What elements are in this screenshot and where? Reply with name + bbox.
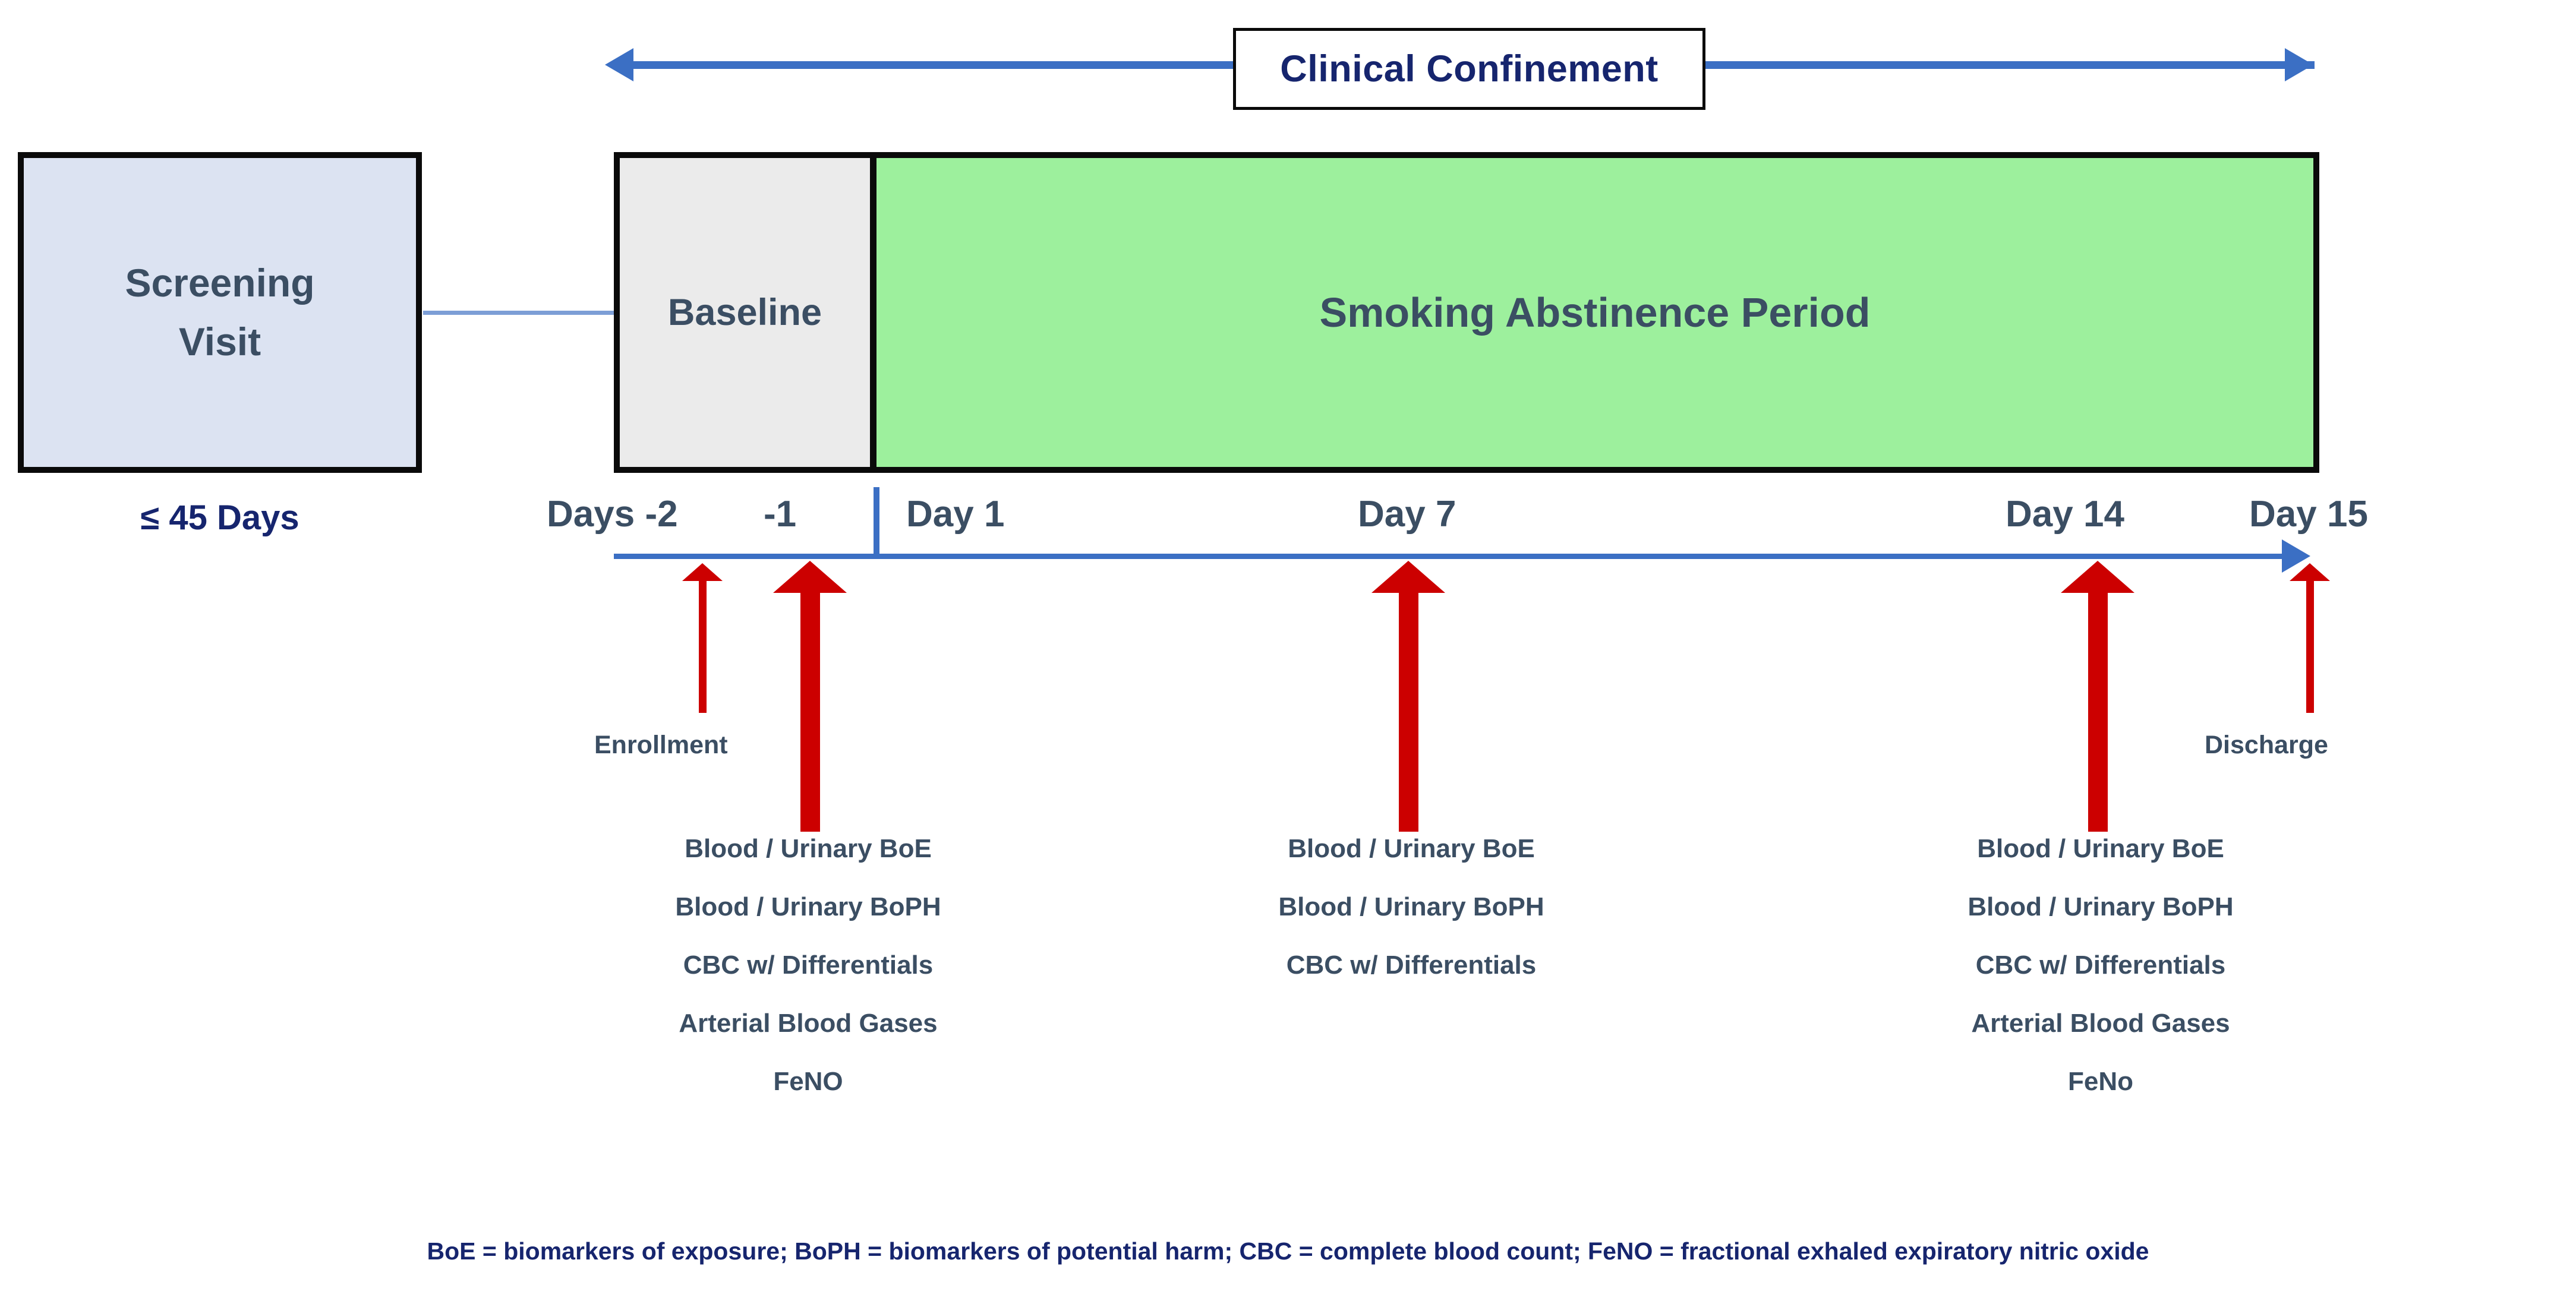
assessment-item: FeNO [773,1067,843,1096]
timeline-axis-line [614,554,2291,559]
enrollment-caption: Enrollment [594,731,728,759]
day-14-arrow-head-icon [2061,561,2134,593]
day-label-day-14: Day 14 [2006,494,2124,535]
enrollment-arrow-shaft [698,581,707,713]
baseline-label: Baseline [667,292,822,333]
assessment-item: Blood / Urinary BoPH [1968,892,2234,921]
assessment-item: FeNo [2068,1067,2133,1096]
discharge-arrow-shaft [2306,581,2314,713]
day-7-arrow-shaft [1398,593,1418,832]
assessment-item: CBC w/ Differentials [1286,951,1537,980]
day-14-assessments: Blood / Urinary BoE Blood / Urinary BoPH C… [1815,820,2386,1111]
day-7-arrow-head-icon [1371,561,1445,593]
screening-visit-label-line1: Screening [125,260,315,305]
day-7-assessments: Blood / Urinary BoE Blood / Urinary BoPH C… [1126,820,1697,994]
abbreviations-footnote: BoE = biomarkers of exposure; BoPH = bio… [427,1237,2149,1265]
screening-to-baseline-connector [423,311,619,315]
clinical-confinement-box: Clinical Confinement [1233,28,1705,110]
assessment-item: Blood / Urinary BoE [685,834,932,863]
screening-visit-box: Screening Visit [18,152,422,473]
baseline-phase-cell: Baseline [620,158,876,467]
day-label--1: -1 [764,494,797,535]
assessment-item: CBC w/ Differentials [683,951,934,980]
assessment-item: CBC w/ Differentials [1975,951,2226,980]
enrollment-arrow-head-icon [682,563,723,581]
screening-visit-label-line2: Visit [178,320,261,364]
discharge-caption: Discharge [2205,731,2328,759]
day-label-day-15: Day 15 [2249,494,2368,535]
day-label-day-1: Day 1 [906,494,1005,535]
assessment-item: Blood / Urinary BoE [1977,834,2224,863]
day-1-tick-mark [874,487,879,556]
day-label-days-2: Days -2 [547,494,678,535]
assessment-item: Arterial Blood Gases [1971,1009,2230,1038]
clinical-confinement-label: Clinical Confinement [1280,48,1659,90]
assessment-item: Blood / Urinary BoPH [1278,892,1544,921]
assessment-item: Blood / Urinary BoE [1288,834,1535,863]
study-phase-bar: Baseline Smoking Abstinence Period [614,152,2319,473]
confinement-left-arrowhead-icon [605,48,633,81]
discharge-arrow-head-icon [2290,563,2330,581]
smoking-abstinence-label: Smoking Abstinence Period [1319,289,1871,336]
day-minus-1-assessments: Blood / Urinary BoE Blood / Urinary BoPH C… [523,820,1093,1111]
assessment-item: Blood / Urinary BoPH [675,892,941,921]
day-minus-1-arrow-shaft [800,593,820,832]
day-14-arrow-shaft [2088,593,2108,832]
day-minus-1-arrow-head-icon [773,561,847,593]
assessment-item: Arterial Blood Gases [679,1009,938,1038]
day-label-day-7: Day 7 [1358,494,1456,535]
smoking-abstinence-phase-cell: Smoking Abstinence Period [876,158,2313,467]
screening-duration-label: ≤ 45 Days [140,498,299,537]
confinement-right-arrowhead-icon [2285,48,2313,81]
